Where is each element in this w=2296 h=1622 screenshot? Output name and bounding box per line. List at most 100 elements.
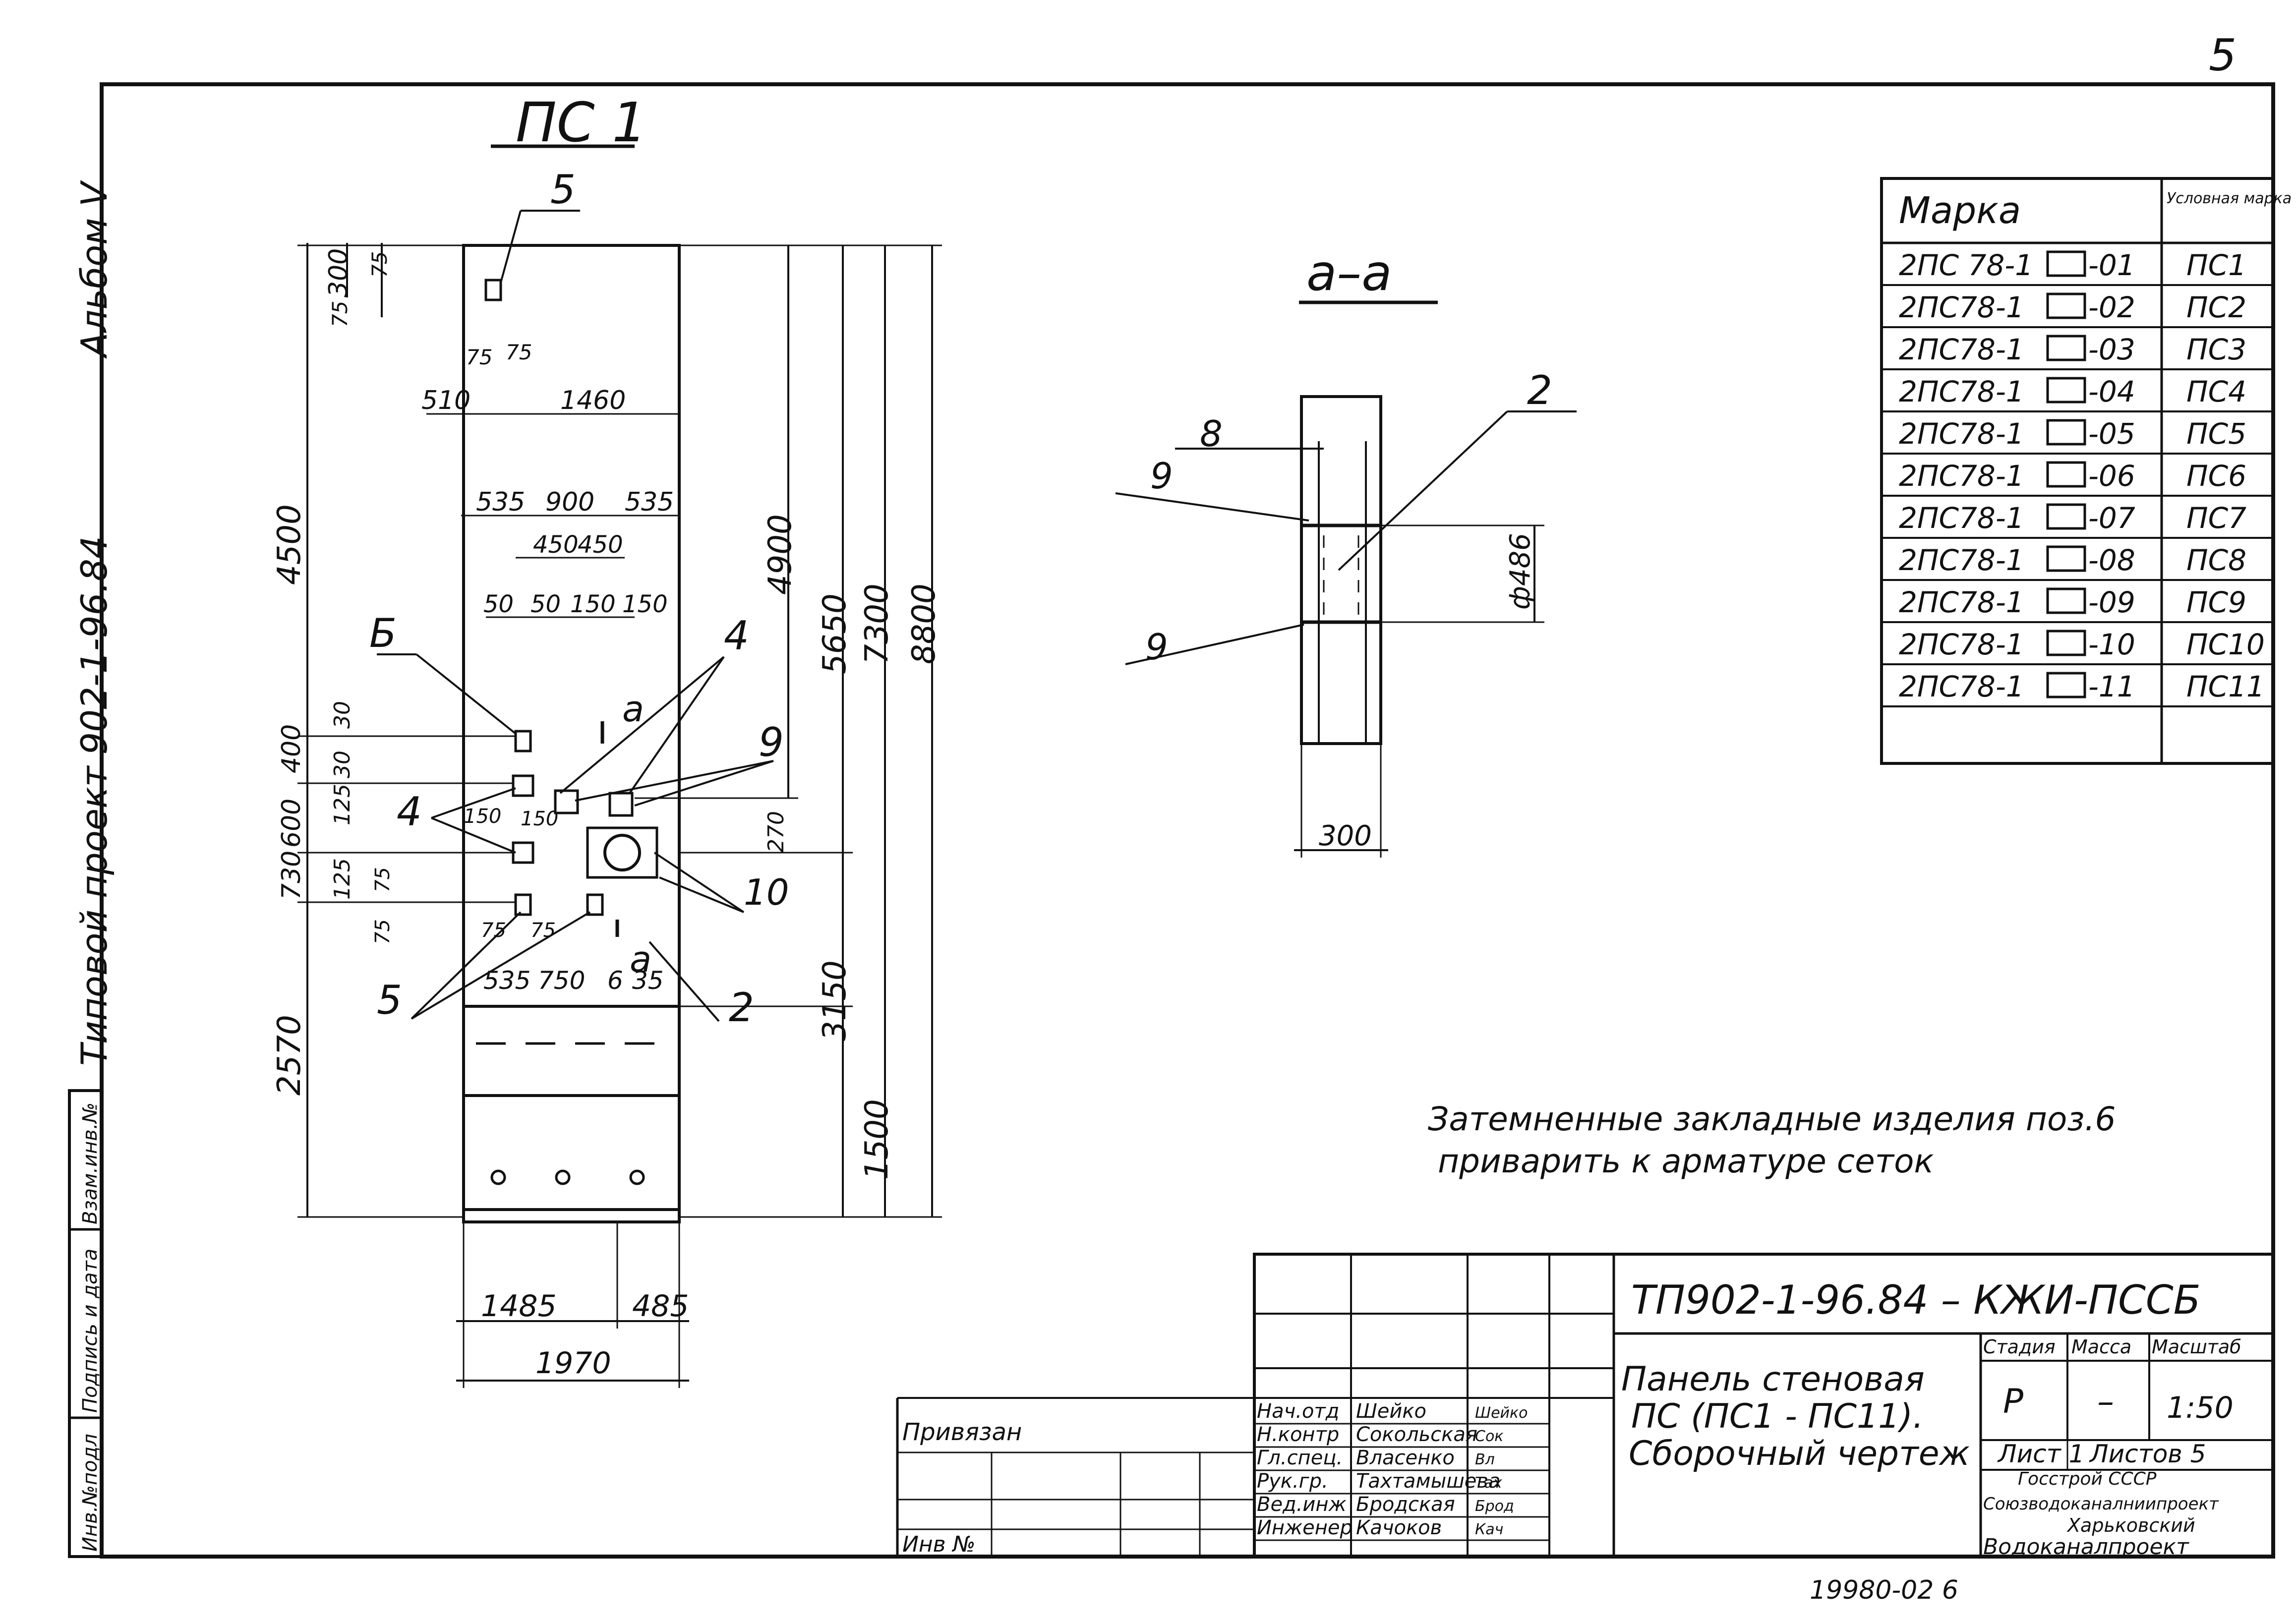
doc-title-line-1: Панель стеновая: [1621, 1360, 1925, 1399]
document-code: ТП902-1-96.84 – КЖИ-ПССБ: [1631, 1277, 2201, 1323]
marks-row-suffix: -05: [2088, 417, 2135, 451]
album-label: Альбом V: [73, 180, 115, 359]
marks-row-conditional: ПС11: [2186, 670, 2265, 703]
marks-row-base: 2ПС78-1: [1899, 375, 2024, 408]
inv-no-cell: Инв.№подл: [79, 1434, 102, 1552]
dim-top-75b: 75: [328, 301, 352, 327]
section-cut-bottom: а: [630, 938, 651, 980]
dim-left-600: 600: [277, 799, 306, 848]
marks-row-conditional: ПС3: [2186, 333, 2246, 366]
dim-width-485: 485: [632, 1289, 689, 1324]
dim-left-75a: 75: [371, 867, 394, 892]
marks-row-conditional: ПС4: [2186, 375, 2246, 408]
marks-row-box: [2046, 672, 2086, 698]
dim-mid-150b: 150: [622, 590, 668, 618]
dim-top-75d: 75: [506, 340, 532, 364]
lifting-hole-1: [490, 1169, 506, 1185]
marks-row-suffix: -06: [2088, 459, 2135, 493]
dim-mid-535b: 535: [625, 487, 674, 517]
signer-signature: Кач: [1475, 1521, 1503, 1538]
title-block: ТП902-1-96.84 – КЖИ-ПССБ Панель стеновая…: [896, 1253, 2275, 1560]
panel-outline: [462, 244, 681, 1223]
section-view: а–а 300 ф486 8 9 9 2: [1115, 244, 1577, 858]
signer-signature: Тах: [1475, 1474, 1502, 1492]
dim-center-75b: 75: [530, 919, 556, 942]
marks-row-base: 2ПС78-1: [1899, 543, 2024, 577]
marks-row-suffix: -03: [2088, 333, 2135, 366]
marks-row-base: 2ПС78-1: [1899, 290, 2024, 324]
marks-row-box: [2046, 250, 2086, 277]
signer-name: Тахтамышева: [1356, 1470, 1500, 1493]
signer-signature: Вл: [1475, 1451, 1495, 1468]
org-line-2: Союзводоканалниипроект: [1983, 1494, 2219, 1514]
stage-value: Р: [2003, 1382, 2023, 1421]
dim-bot-750: 750: [538, 966, 585, 995]
marks-row-conditional: ПС8: [2186, 543, 2246, 577]
marks-row-box: [2046, 335, 2086, 361]
dim-right-5650: 5650: [817, 593, 853, 674]
signer-role: Гл.спец.: [1257, 1447, 1343, 1469]
section-width-300: 300: [1319, 820, 1372, 852]
marks-row-box: [2046, 587, 2086, 614]
replace-inv-cell: Взам.инв.№: [79, 1102, 102, 1224]
linked-label: Привязан: [902, 1418, 1022, 1446]
scale-value: 1:50: [2167, 1390, 2234, 1425]
marks-row-box: [2046, 545, 2086, 572]
marks-row-suffix: -02: [2088, 290, 2135, 324]
marks-row-conditional: ПС1: [2186, 248, 2246, 282]
dim-top-1460: 1460: [560, 386, 626, 415]
dim-left-30b: 30: [330, 751, 355, 778]
marks-header-conditional: Условная марка: [2167, 190, 2292, 207]
signer-role: Нач.отд: [1257, 1400, 1339, 1423]
section-callout-9b: 9: [1145, 626, 1168, 668]
dim-mid-900: 900: [545, 487, 594, 517]
org-line-1: Госстрой СССР: [2018, 1469, 2157, 1489]
marks-row-base: 2ПС 78-1: [1899, 248, 2033, 282]
marks-row-conditional: ПС9: [2186, 585, 2246, 619]
section-cut-top: а: [622, 688, 644, 730]
signer-role: Инженер: [1257, 1516, 1353, 1539]
lifting-hole-3: [629, 1169, 645, 1185]
marks-row-conditional: ПС6: [2186, 459, 2246, 493]
dim-right-3150: 3150: [817, 960, 853, 1041]
marks-row-conditional: ПС2: [2186, 290, 2246, 324]
marks-row-base: 2ПС78-1: [1899, 501, 2024, 535]
dim-width-1485: 1485: [481, 1289, 557, 1324]
dim-right-4900: 4900: [762, 514, 799, 595]
dim-left-30a: 30: [330, 701, 355, 729]
signer-role: Н.контр: [1257, 1423, 1339, 1446]
dim-left-400: 400: [277, 724, 306, 773]
doc-title-line-3: Сборочный чертеж: [1629, 1434, 1970, 1473]
section-outline: [1300, 395, 1382, 745]
section-title: а–а: [1306, 244, 1392, 302]
signer-signature: Шейко: [1475, 1404, 1528, 1422]
page-number: 5: [2209, 30, 2237, 81]
signer-role: Вед.инж: [1257, 1493, 1347, 1516]
dim-mid-535a: 535: [476, 487, 525, 517]
dim-left-730: 730: [277, 851, 306, 900]
callout-5-top: 5: [550, 167, 576, 213]
main-view: ПС 1 а а: [271, 91, 942, 1388]
marks-row-suffix: -08: [2088, 543, 2135, 577]
marks-row-base: 2ПС78-1: [1899, 670, 2024, 703]
callout-b: Б: [369, 610, 397, 656]
marks-table: Марка Условная марка: [1880, 177, 2292, 765]
lifting-hole-2: [555, 1169, 571, 1185]
dim-mid-150a: 150: [570, 590, 616, 618]
dim-right-8800: 8800: [906, 583, 942, 664]
marks-row-base: 2ПС78-1: [1899, 333, 2024, 366]
marks-row-base: 2ПС78-1: [1899, 628, 2024, 661]
dim-bot-35: 35: [632, 966, 664, 995]
marks-row-box: [2046, 461, 2086, 488]
sheet-frame: [100, 82, 2275, 1559]
marks-row-box: [2046, 292, 2086, 319]
signer-role: Рук.гр.: [1257, 1470, 1328, 1493]
main-view-title: ПС 1: [516, 91, 647, 154]
embedded-item-b: [514, 730, 532, 753]
signer-name: Шейко: [1356, 1400, 1426, 1423]
marks-row-box: [2046, 630, 2086, 656]
embedded-item-5-top: [484, 279, 502, 301]
pipe-opening-10: [603, 834, 641, 871]
